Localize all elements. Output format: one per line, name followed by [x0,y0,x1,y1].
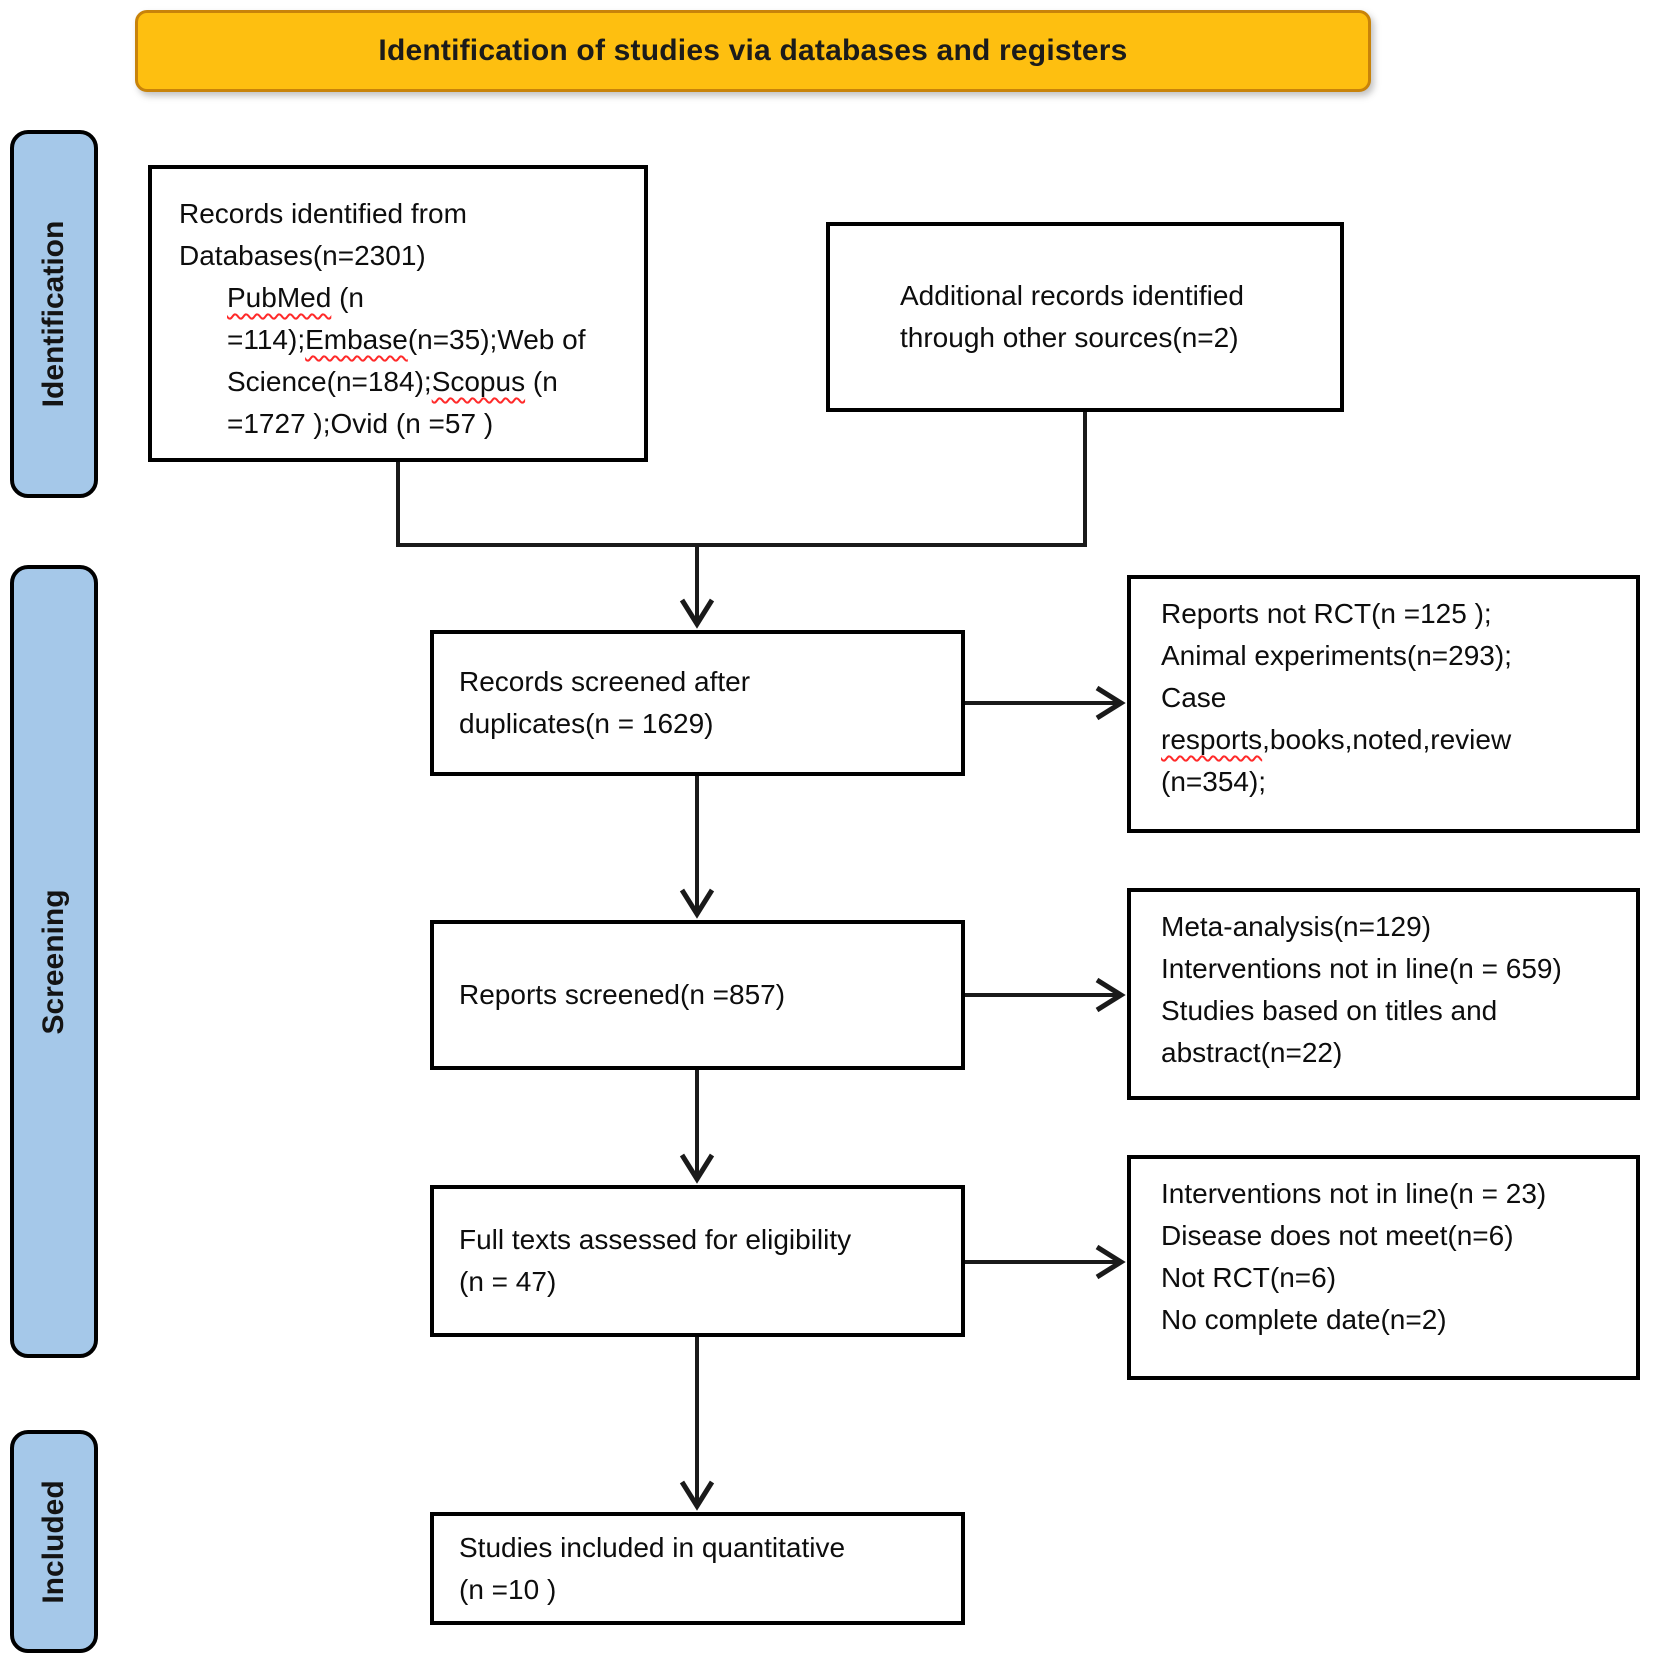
text-segment: Records identified from [179,198,467,229]
stage-bar-screening: Screening [10,565,98,1358]
text-segment: (n [525,366,558,397]
box-additional-records: Additional records identified through oth… [826,222,1344,412]
text-line: Records identified from [179,193,634,235]
text-line: =1727 );Ovid (n =57 ) [227,403,634,445]
text-line: Records screened after [459,661,961,703]
text-line: (n=354); [1161,761,1628,803]
text-line: Interventions not in line(n = 659) [1161,948,1628,990]
text-segment: Reports screened(n =857) [459,979,786,1010]
text-segment: Full texts assessed for eligibility [459,1224,852,1255]
box-studies-included: Studies included in quantitative (n =10 ) [430,1512,965,1625]
box-exclusion-not-rct: Reports not RCT(n =125 ); Animal experime… [1127,575,1640,833]
text-line: resports,books,noted,review [1161,719,1628,761]
text-line: duplicates(n = 1629) [459,703,961,745]
text-line: Reports screened(n =857) [459,974,961,1016]
box-records-screened: Records screened after duplicates(n = 162… [430,630,965,776]
text-segment: Studies included in quantitative [459,1531,846,1563]
text-line: Animal experiments(n=293); [1161,635,1628,677]
text-line: Full texts assessed for eligibility [459,1219,961,1261]
spellcheck-flagged-word: Scopus [431,366,526,397]
text-segment: (n=35);Web of [407,324,586,355]
text-segment: Reports not RCT(n =125 ); [1161,598,1492,629]
text-line: Not RCT(n=6) [1161,1257,1628,1299]
text-segment: (n [331,282,364,313]
box-exclusion-fulltext: Interventions not in line(n = 23) Disease… [1127,1155,1640,1380]
text-segment: =1727 );Ovid (n =57 ) [227,408,494,439]
text-line: Studies included in quantitative [459,1527,961,1569]
text-line: Disease does not meet(n=6) [1161,1215,1628,1257]
text-segment: Not RCT(n=6) [1161,1262,1337,1293]
text-line: =114);Embase(n=35);Web of [227,319,634,361]
text-segment: (n = 47) [459,1266,557,1297]
text-segment: Interventions not in line(n = 23) [1161,1178,1547,1209]
text-segment: =114); [227,324,306,355]
text-segment: Case [1161,682,1227,713]
text-segment: Meta-analysis(n=129) [1161,911,1432,942]
text-line: Additional records identified [900,275,1340,317]
text-segment: through other sources(n=2) [900,322,1239,353]
text-line: Meta-analysis(n=129) [1161,906,1628,948]
spellcheck-flagged-word: PubMed [227,282,332,313]
box-exclusion-meta-analysis: Meta-analysis(n=129) Interventions not in… [1127,888,1640,1100]
stage-bar-included: Included [10,1430,98,1653]
text-segment: No complete date(n=2) [1161,1304,1447,1335]
text-segment: Records screened after [459,666,751,697]
banner-title: Identification of studies via databases … [378,34,1128,67]
text-line: abstract(n=22) [1161,1032,1628,1074]
text-segment: Science(n=184); [227,366,432,397]
text-line: Reports not RCT(n =125 ); [1161,593,1628,635]
text-segment: ,books,noted,review [1262,724,1512,755]
text-segment: (n =10 ) [459,1573,557,1605]
spellcheck-flagged-word: resports [1161,724,1263,755]
text-line: No complete date(n=2) [1161,1299,1628,1341]
banner: Identification of studies via databases … [135,10,1371,92]
text-segment: Databases(n=2301) [179,240,426,271]
box-full-texts-assessed: Full texts assessed for eligibility (n = … [430,1185,965,1337]
text-line: through other sources(n=2) [900,317,1340,359]
text-line: Databases(n=2301) [179,235,634,277]
text-segment: Disease does not meet(n=6) [1161,1220,1514,1251]
text-line: (n = 47) [459,1261,961,1303]
text-segment: Animal experiments(n=293); [1161,640,1512,671]
spellcheck-flagged-word: Embase [305,324,408,355]
text-segment: Additional records identified [900,280,1244,311]
text-segment: Studies based on titles and [1161,995,1498,1026]
text-line: Case [1161,677,1628,719]
text-segment: (n=354); [1161,766,1267,797]
text-line: Science(n=184);Scopus (n [227,361,634,403]
text-line: PubMed (n [227,277,634,319]
text-line: Studies based on titles and [1161,990,1628,1032]
stage-bar-identification: Identification [10,130,98,498]
text-segment: Interventions not in line(n = 659) [1161,953,1562,984]
text-segment: duplicates(n = 1629) [459,708,714,739]
box-reports-screened: Reports screened(n =857) [430,920,965,1070]
text-segment: abstract(n=22) [1161,1037,1343,1068]
text-line: (n =10 ) [459,1569,961,1611]
text-line: Interventions not in line(n = 23) [1161,1173,1628,1215]
